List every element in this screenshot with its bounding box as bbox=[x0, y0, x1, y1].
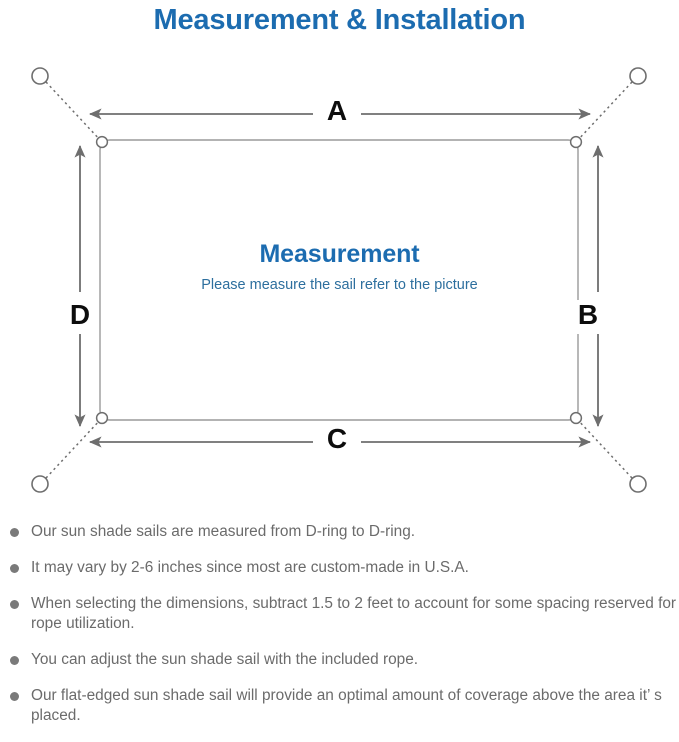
bullet-icon bbox=[10, 528, 19, 537]
dimension-label-a: A bbox=[313, 96, 361, 128]
sail-heading: Measurement bbox=[259, 240, 420, 268]
anchor-point-bottom-left bbox=[31, 475, 49, 493]
note-text: Our sun shade sails are measured from D-… bbox=[31, 523, 416, 540]
note-item: Our flat-edged sun shade sail will provi… bbox=[0, 686, 679, 726]
bullet-icon bbox=[10, 692, 19, 701]
bullet-icon bbox=[10, 600, 19, 609]
note-text: It may vary by 2-6 inches since most are… bbox=[31, 559, 469, 576]
note-text: Our flat-edged sun shade sail will provi… bbox=[31, 687, 662, 724]
sail-subtitle: Please measure the sail refer to the pic… bbox=[201, 277, 478, 293]
d-ring-bottom-left bbox=[95, 411, 109, 425]
anchor-point-top-right bbox=[629, 67, 647, 85]
note-item: When selecting the dimensions, subtract … bbox=[0, 594, 679, 634]
rope-top-right bbox=[576, 81, 633, 142]
d-ring-top-right bbox=[569, 135, 583, 149]
dimension-label-c: C bbox=[313, 424, 361, 456]
rope-bottom-right bbox=[576, 418, 633, 479]
note-item: You can adjust the sun shade sail with t… bbox=[0, 650, 679, 670]
dimension-label-b: B bbox=[570, 300, 606, 334]
rope-top-left bbox=[45, 81, 102, 142]
note-text: You can adjust the sun shade sail with t… bbox=[31, 651, 419, 668]
note-item: Our sun shade sails are measured from D-… bbox=[0, 522, 679, 542]
anchor-points bbox=[31, 67, 647, 493]
bullet-icon bbox=[10, 656, 19, 665]
d-rings bbox=[95, 135, 583, 425]
d-ring-top-left bbox=[95, 135, 109, 149]
dimension-label-d: D bbox=[62, 300, 98, 334]
bullet-icon bbox=[10, 564, 19, 573]
note-item: It may vary by 2-6 inches since most are… bbox=[0, 558, 679, 578]
anchor-point-top-left bbox=[31, 67, 49, 85]
note-text: When selecting the dimensions, subtract … bbox=[31, 595, 677, 632]
rope-bottom-left bbox=[45, 418, 102, 479]
d-ring-bottom-right bbox=[569, 411, 583, 425]
diagram-canvas bbox=[31, 67, 647, 493]
anchor-point-bottom-right bbox=[629, 475, 647, 493]
sail-shape bbox=[99, 139, 579, 421]
rope-lines bbox=[45, 81, 633, 479]
measurement-diagram: A B C D Measurement Please measure the s… bbox=[0, 44, 679, 514]
notes-list: Our sun shade sails are measured from D-… bbox=[0, 522, 679, 742]
page-title: Measurement & Installation bbox=[153, 4, 526, 36]
